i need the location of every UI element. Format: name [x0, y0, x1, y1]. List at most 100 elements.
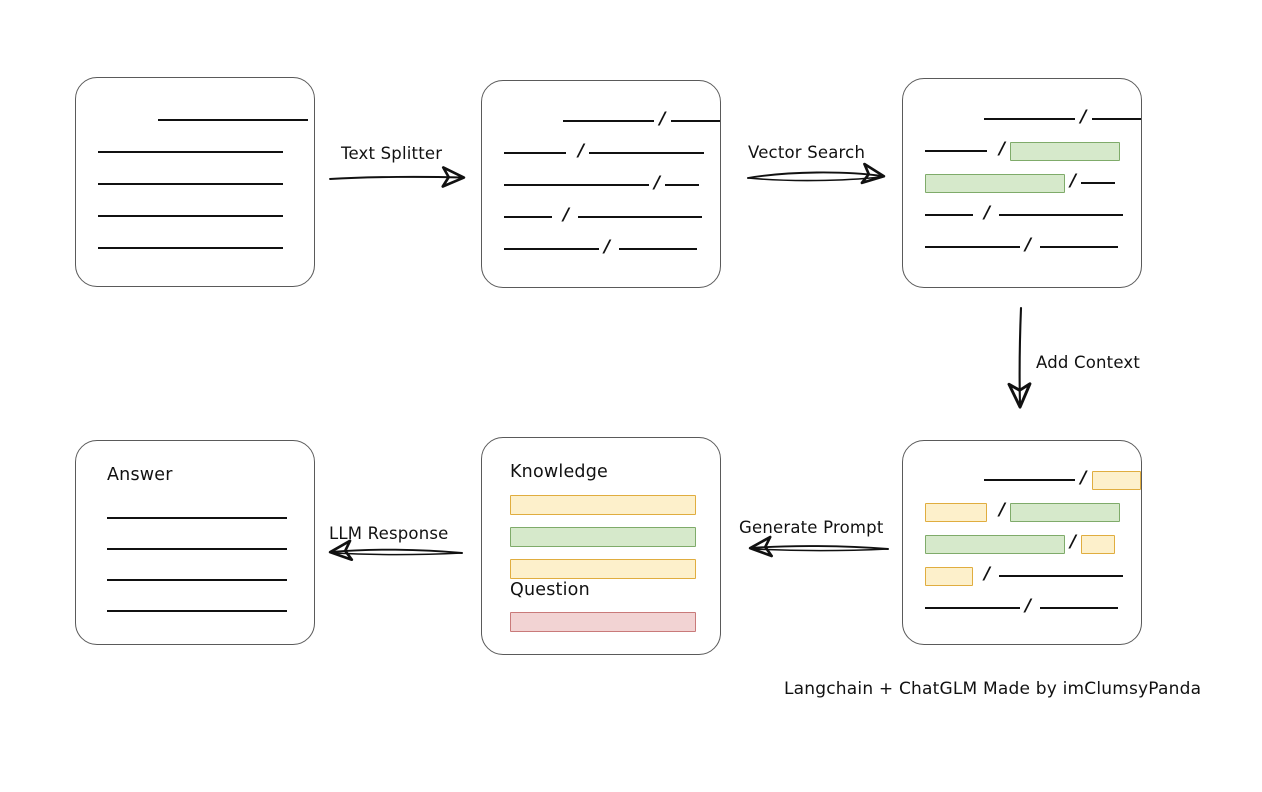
chunk-separator-slash: /: [1080, 467, 1087, 488]
text-line-segment: [1040, 246, 1119, 248]
chunk-separator-slash: /: [1080, 106, 1087, 127]
doc-line-row: /: [903, 170, 1141, 193]
node-answer[interactable]: Answer: [75, 440, 315, 645]
edge-text-splitter-arrow: [329, 166, 466, 188]
doc-line-row: /: [482, 172, 720, 193]
text-line-segment: [925, 246, 1020, 248]
doc-line-row: /: [903, 202, 1141, 223]
text-line-segment: [1081, 182, 1116, 184]
prompt-heading-knowledge: Knowledge: [510, 462, 608, 482]
doc-line-row: /: [482, 204, 720, 225]
node-source-document[interactable]: [75, 77, 315, 287]
highlight-chip-yellow: [1081, 534, 1116, 554]
doc-line-row: [76, 209, 314, 223]
text-line-segment: [107, 610, 287, 612]
chunk-separator-slash: /: [999, 138, 1006, 159]
doc-line-row: [76, 573, 314, 587]
prompt-question-bar: [510, 612, 696, 632]
chunk-separator-slash: /: [1025, 234, 1032, 255]
chunk-separator-slash: /: [604, 236, 611, 257]
doc-line-row: /: [903, 138, 1141, 161]
doc-line-row: /: [482, 140, 720, 161]
text-line-segment: [589, 152, 705, 154]
text-line-segment: [504, 216, 552, 218]
doc-line-row: [76, 511, 314, 525]
chunk-separator-slash: /: [984, 563, 991, 584]
highlight-chip-yellow: [925, 502, 987, 522]
text-line-segment: [999, 575, 1124, 577]
doc-line-row: [76, 145, 314, 159]
text-line-segment: [984, 479, 1076, 481]
doc-line-row: [76, 604, 314, 618]
footer-credit: Langchain + ChatGLM Made by imClumsyPand…: [784, 679, 1202, 699]
text-line-segment: [158, 119, 308, 121]
chunk-separator-slash: /: [654, 172, 661, 193]
chunk-separator-slash: /: [984, 202, 991, 223]
highlight-chip-green: [1010, 502, 1121, 522]
text-line-segment: [670, 120, 720, 122]
edge-label-text-splitter: Text Splitter: [341, 144, 443, 163]
text-line-segment: [107, 517, 287, 519]
source-document-lines: [76, 78, 314, 286]
edge-generate-prompt-arrow: [748, 535, 889, 558]
prompt-knowledge-bar-3: [510, 559, 696, 579]
highlight-chip-green: [1010, 141, 1121, 161]
edge-label-generate-prompt: Generate Prompt: [739, 518, 884, 537]
text-line-segment: [999, 214, 1124, 216]
edge-label-vector-search: Vector Search: [748, 143, 866, 162]
doc-line-row: [76, 177, 314, 191]
doc-line-row: [76, 542, 314, 556]
prompt-knowledge-bar-2: [510, 527, 696, 547]
edge-label-add-context: Add Context: [1036, 353, 1141, 372]
chunk-separator-slash: /: [563, 204, 570, 225]
context-chunks-lines: / / / / /: [903, 441, 1141, 644]
text-line-segment: [98, 215, 283, 217]
highlight-chip-green: [925, 534, 1065, 554]
doc-line-row: /: [903, 499, 1141, 522]
edge-add-context-arrow: [1007, 306, 1032, 409]
node-generated-prompt[interactable]: Knowledge Question: [481, 437, 721, 655]
doc-line-row: /: [903, 106, 1141, 127]
text-line-segment: [98, 247, 283, 249]
text-line-segment: [504, 152, 566, 154]
text-line-segment: [107, 548, 287, 550]
text-line-segment: [984, 118, 1076, 120]
edge-label-llm-response: LLM Response: [329, 524, 449, 543]
text-line-segment: [578, 216, 703, 218]
text-line-segment: [925, 607, 1020, 609]
chunk-separator-slash: /: [578, 140, 585, 161]
doc-line-row: [76, 113, 314, 127]
split-chunks-lines: / / / / /: [482, 81, 720, 287]
text-line-segment: [925, 214, 973, 216]
highlight-chip-yellow: [925, 566, 973, 586]
text-line-segment: [98, 183, 283, 185]
node-context-chunks[interactable]: / / / / /: [902, 440, 1142, 645]
doc-line-row: /: [903, 234, 1141, 255]
chunk-separator-slash: /: [999, 499, 1006, 520]
chunk-separator-slash: /: [659, 108, 666, 129]
text-line-segment: [665, 184, 700, 186]
doc-line-row: /: [903, 563, 1141, 586]
text-line-segment: [925, 150, 987, 152]
text-line-segment: [107, 579, 287, 581]
text-line-segment: [504, 184, 649, 186]
node-split-chunks[interactable]: / / / / /: [481, 80, 721, 288]
edge-llm-response-arrow: [328, 539, 463, 562]
text-line-segment: [98, 151, 283, 153]
text-line-segment: [619, 248, 698, 250]
chunk-separator-slash: /: [1070, 170, 1077, 191]
answer-heading: Answer: [107, 465, 173, 485]
doc-line-row: /: [903, 533, 1141, 554]
prompt-heading-question: Question: [510, 580, 590, 600]
text-line-segment: [1091, 118, 1141, 120]
edge-vector-search-arrow: [747, 162, 886, 185]
node-vector-matches[interactable]: / / / / /: [902, 78, 1142, 288]
doc-line-row: /: [903, 597, 1141, 615]
prompt-knowledge-bar-1: [510, 495, 696, 515]
text-line-segment: [563, 120, 655, 122]
vector-matches-lines: / / / / /: [903, 79, 1141, 287]
doc-line-row: /: [482, 108, 720, 129]
highlight-chip-yellow: [1091, 470, 1141, 490]
text-line-segment: [1040, 607, 1119, 609]
